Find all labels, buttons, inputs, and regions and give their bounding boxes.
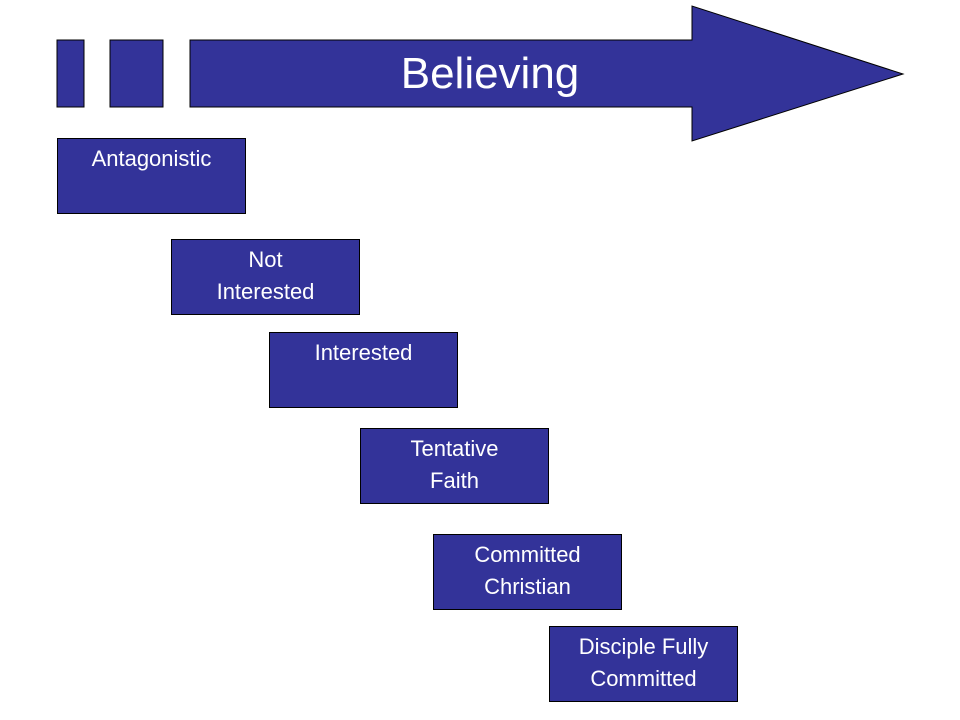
stage-interested: Interested bbox=[269, 332, 458, 408]
arrow-title: Believing bbox=[400, 49, 580, 98]
arrow-tail-block-1 bbox=[56, 39, 85, 108]
stage-disciple-fully-committed: Disciple Fully Committed bbox=[549, 626, 738, 702]
stage-antagonistic: Antagonistic bbox=[57, 138, 246, 214]
arrow-tail-block-2 bbox=[109, 39, 164, 108]
believing-arrow bbox=[56, 5, 905, 142]
stage-tentative-faith: Tentative Faith bbox=[360, 428, 549, 504]
arrow-body bbox=[189, 5, 905, 142]
stage-not-interested: Not Interested bbox=[171, 239, 360, 315]
stage-committed-christian: Committed Christian bbox=[433, 534, 622, 610]
